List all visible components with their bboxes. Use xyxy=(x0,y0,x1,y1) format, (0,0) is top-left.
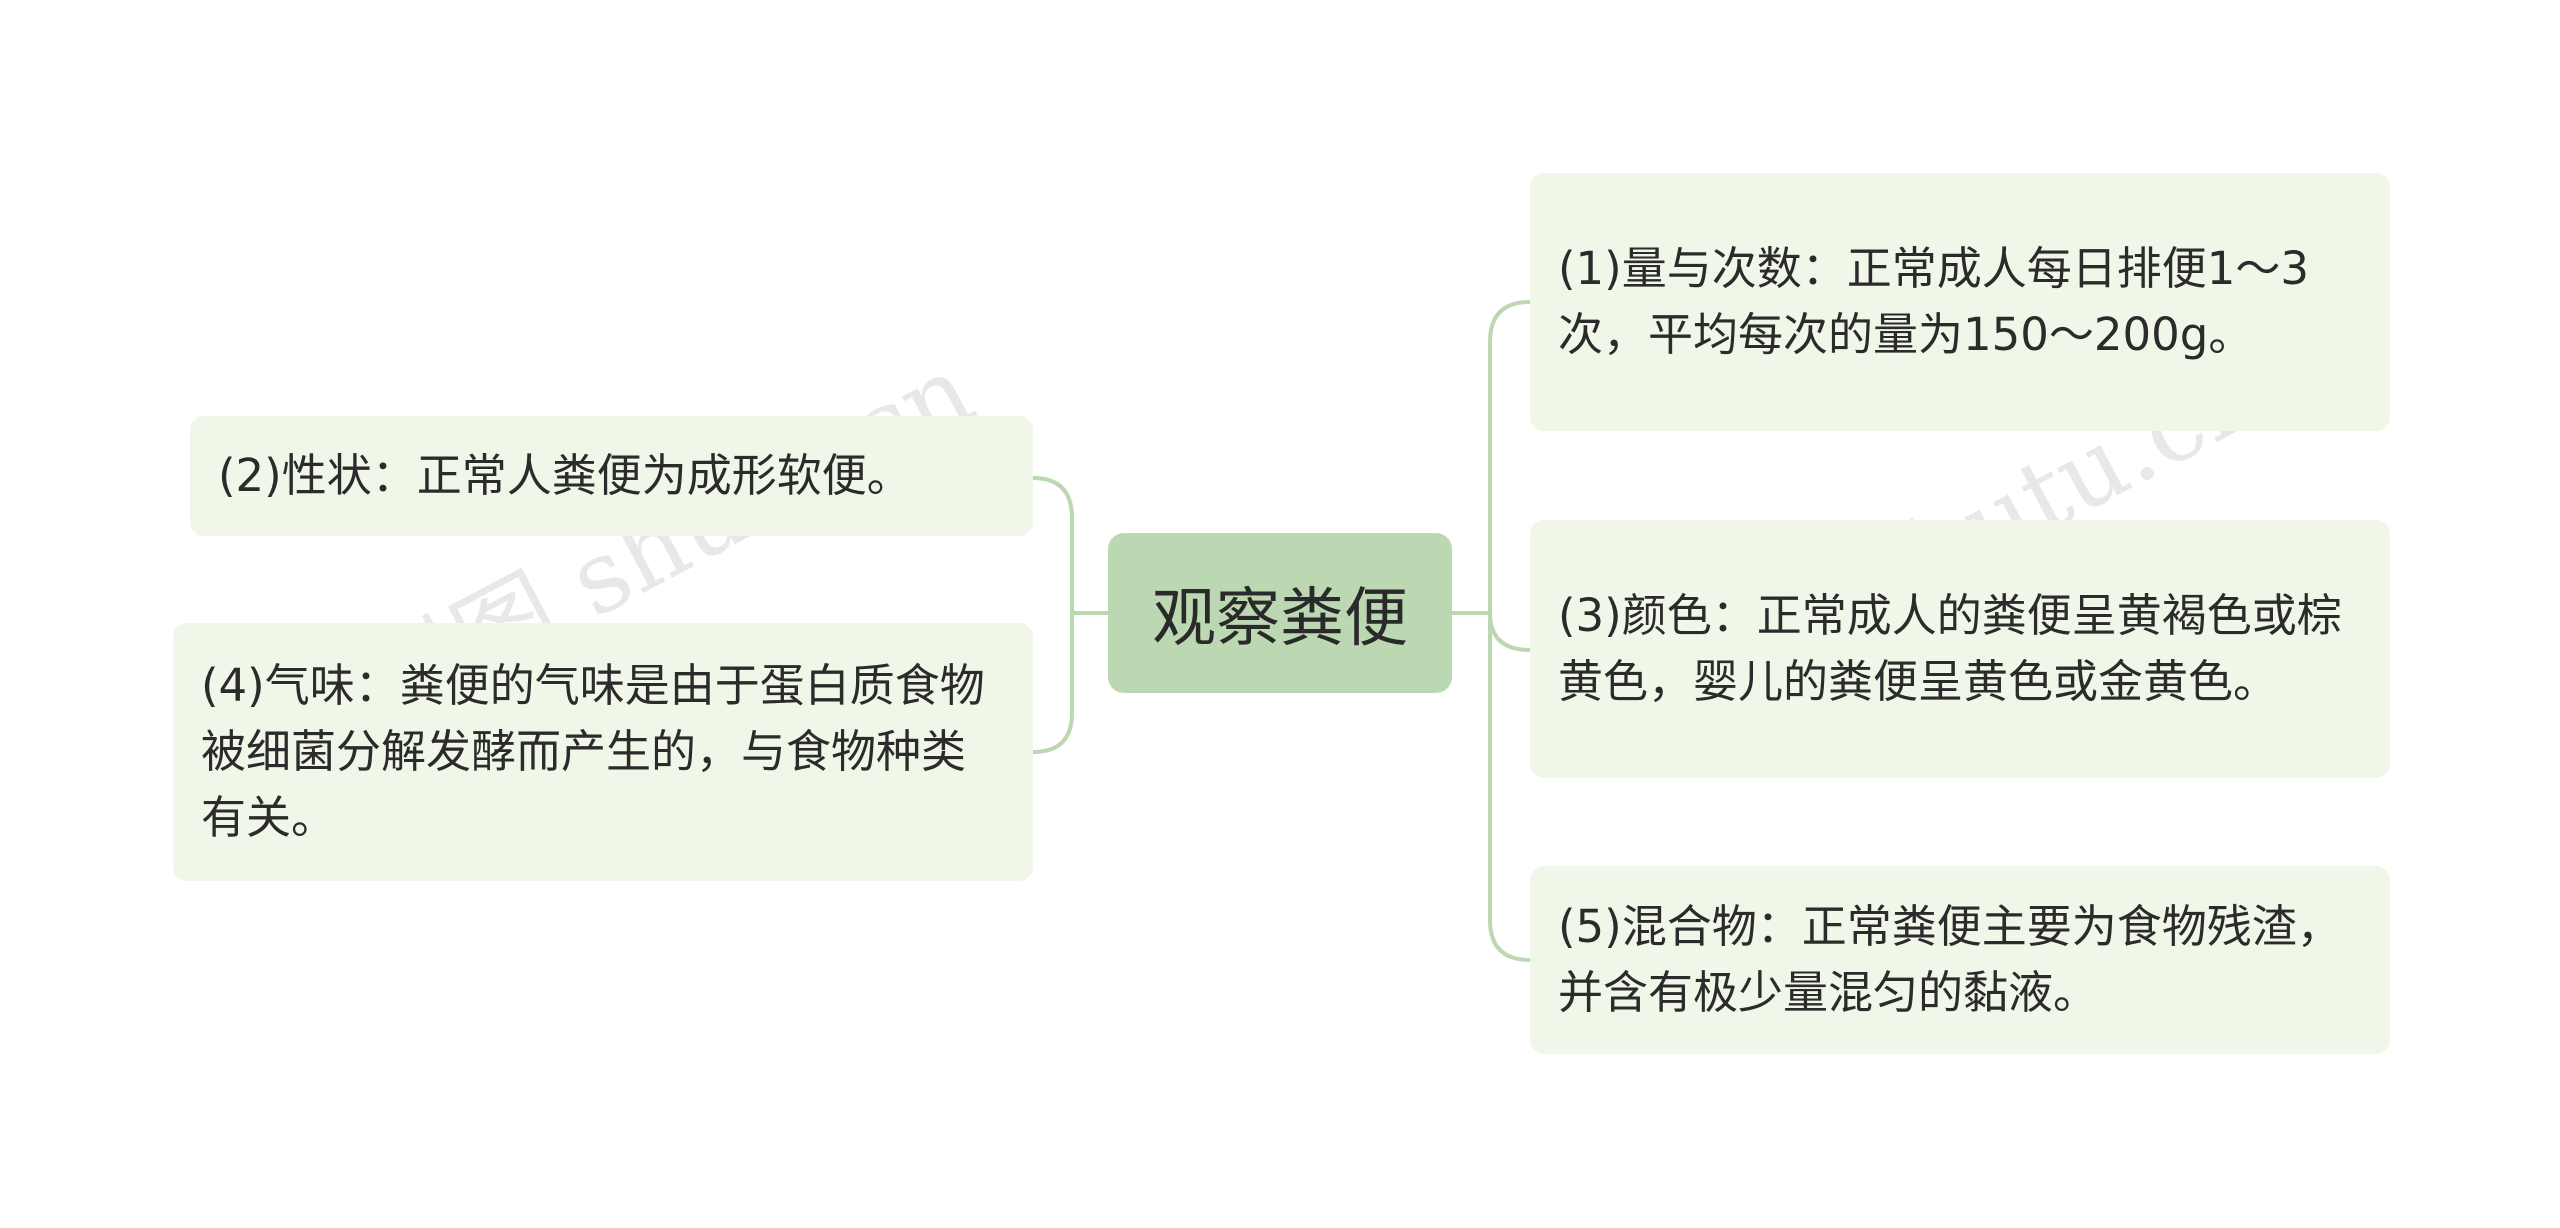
branch-node-label: (4)气味：粪便的气味是由于蛋白质食物被细菌分解发酵而产生的，与食物种类有关。 xyxy=(201,659,985,844)
branch-node-odor[interactable]: (4)气味：粪便的气味是由于蛋白质食物被细菌分解发酵而产生的，与食物种类有关。 xyxy=(173,623,1033,881)
branch-node-label: (3)颜色：正常成人的粪便呈黄褐色或棕黄色，婴儿的粪便呈黄色或金黄色。 xyxy=(1558,589,2342,708)
branch-node-label: (2)性状：正常人粪便为成形软便。 xyxy=(218,449,912,502)
branch-node-label: (1)量与次数：正常成人每日排便1～3次，平均每次的量为150～200g。 xyxy=(1558,242,2310,361)
branch-node-color[interactable]: (3)颜色：正常成人的粪便呈黄褐色或棕黄色，婴儿的粪便呈黄色或金黄色。 xyxy=(1530,520,2390,778)
connector-right-mid xyxy=(1488,612,1531,652)
central-topic[interactable]: 观察粪便 xyxy=(1108,533,1452,693)
branch-node-shape[interactable]: (2)性状：正常人粪便为成形软便。 xyxy=(190,416,1033,536)
branch-node-label: (5)混合物：正常粪便主要为食物残渣，并含有极少量混匀的黏液。 xyxy=(1558,900,2342,1019)
connector-right-trunk xyxy=(1488,300,1531,962)
branch-node-quantity[interactable]: (1)量与次数：正常成人每日排便1～3次，平均每次的量为150～200g。 xyxy=(1530,173,2390,431)
branch-node-mixture[interactable]: (5)混合物：正常粪便主要为食物残渣，并含有极少量混匀的黏液。 xyxy=(1530,866,2390,1054)
central-topic-label: 观察粪便 xyxy=(1152,582,1408,656)
connector-left-trunk xyxy=(1032,476,1074,754)
